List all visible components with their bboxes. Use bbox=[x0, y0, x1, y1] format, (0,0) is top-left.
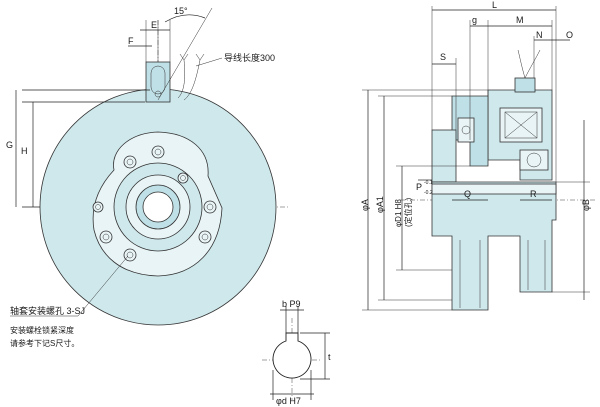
label-H: H bbox=[21, 146, 28, 156]
terminal-boss bbox=[145, 61, 171, 103]
bearing bbox=[519, 149, 549, 171]
lead-wire-ends bbox=[179, 53, 205, 61]
label-N: N bbox=[536, 30, 543, 40]
bearing-ball bbox=[526, 152, 542, 168]
shaft-keyway-profile bbox=[272, 332, 312, 379]
angle-arc bbox=[164, 14, 206, 23]
label-Q: Q bbox=[464, 189, 471, 199]
shaft-view: b P9 t φd H7 bbox=[262, 299, 331, 406]
label-P-tol: -0.1 bbox=[424, 180, 433, 186]
label-phiA1: φA1 bbox=[375, 196, 385, 213]
label-15deg: 15° bbox=[174, 6, 188, 16]
spring-pocket bbox=[457, 117, 475, 143]
hub-upper bbox=[431, 129, 457, 183]
depth-note-line-2: 请参考下记S尺寸。 bbox=[10, 338, 79, 348]
shaft-bore bbox=[142, 191, 174, 223]
bore-band bbox=[431, 183, 557, 195]
label-P-tol2: -0.2 bbox=[424, 190, 433, 196]
section-view: L g M N O S Q R φA φA1 φD1 H8 (定位孔 bbox=[360, 0, 596, 311]
label-phiD1-note: (定位孔) bbox=[403, 197, 413, 227]
label-phiA: φA bbox=[360, 199, 370, 211]
label-phiD1: φD1 H8 bbox=[394, 199, 403, 227]
depth-note-line-1: 安装螺栓锁紧深度 bbox=[10, 325, 74, 335]
coil bbox=[504, 111, 538, 139]
angle-line bbox=[157, 7, 213, 101]
label-E: E bbox=[151, 20, 157, 30]
label-phid: φd H7 bbox=[276, 396, 301, 406]
terminal-slot bbox=[150, 65, 166, 95]
section-terminal bbox=[514, 77, 536, 93]
terminal-hole bbox=[154, 90, 162, 98]
coil-hatch bbox=[504, 111, 538, 139]
label-g: g bbox=[472, 15, 477, 25]
label-L: L bbox=[492, 0, 497, 10]
label-O: O bbox=[566, 30, 573, 40]
label-G: G bbox=[6, 140, 13, 150]
mounting-hole-note: 轴套安装螺孔 3-SJ bbox=[10, 305, 85, 316]
label-F: F bbox=[128, 36, 134, 46]
label-R: R bbox=[530, 189, 537, 199]
mounting-hole-leader bbox=[77, 255, 129, 317]
lead-wire-leader bbox=[195, 57, 223, 67]
front-view: G H E F 15° 导线长度300 轴套安装螺孔 3-SJ 安装螺栓锁紧深度… bbox=[6, 6, 290, 348]
section-lead-wire bbox=[517, 49, 526, 79]
lead-wire-1 bbox=[177, 59, 185, 99]
label-M: M bbox=[516, 15, 524, 25]
lead-wire-note: 导线长度300 bbox=[224, 52, 275, 63]
label-b: b P9 bbox=[282, 299, 301, 309]
lower-body bbox=[431, 181, 557, 311]
label-P: P bbox=[416, 182, 422, 192]
bolt-holes bbox=[92, 145, 217, 262]
label-t: t bbox=[328, 352, 331, 362]
label-phiB: φB bbox=[581, 199, 591, 211]
label-S: S bbox=[440, 52, 446, 62]
